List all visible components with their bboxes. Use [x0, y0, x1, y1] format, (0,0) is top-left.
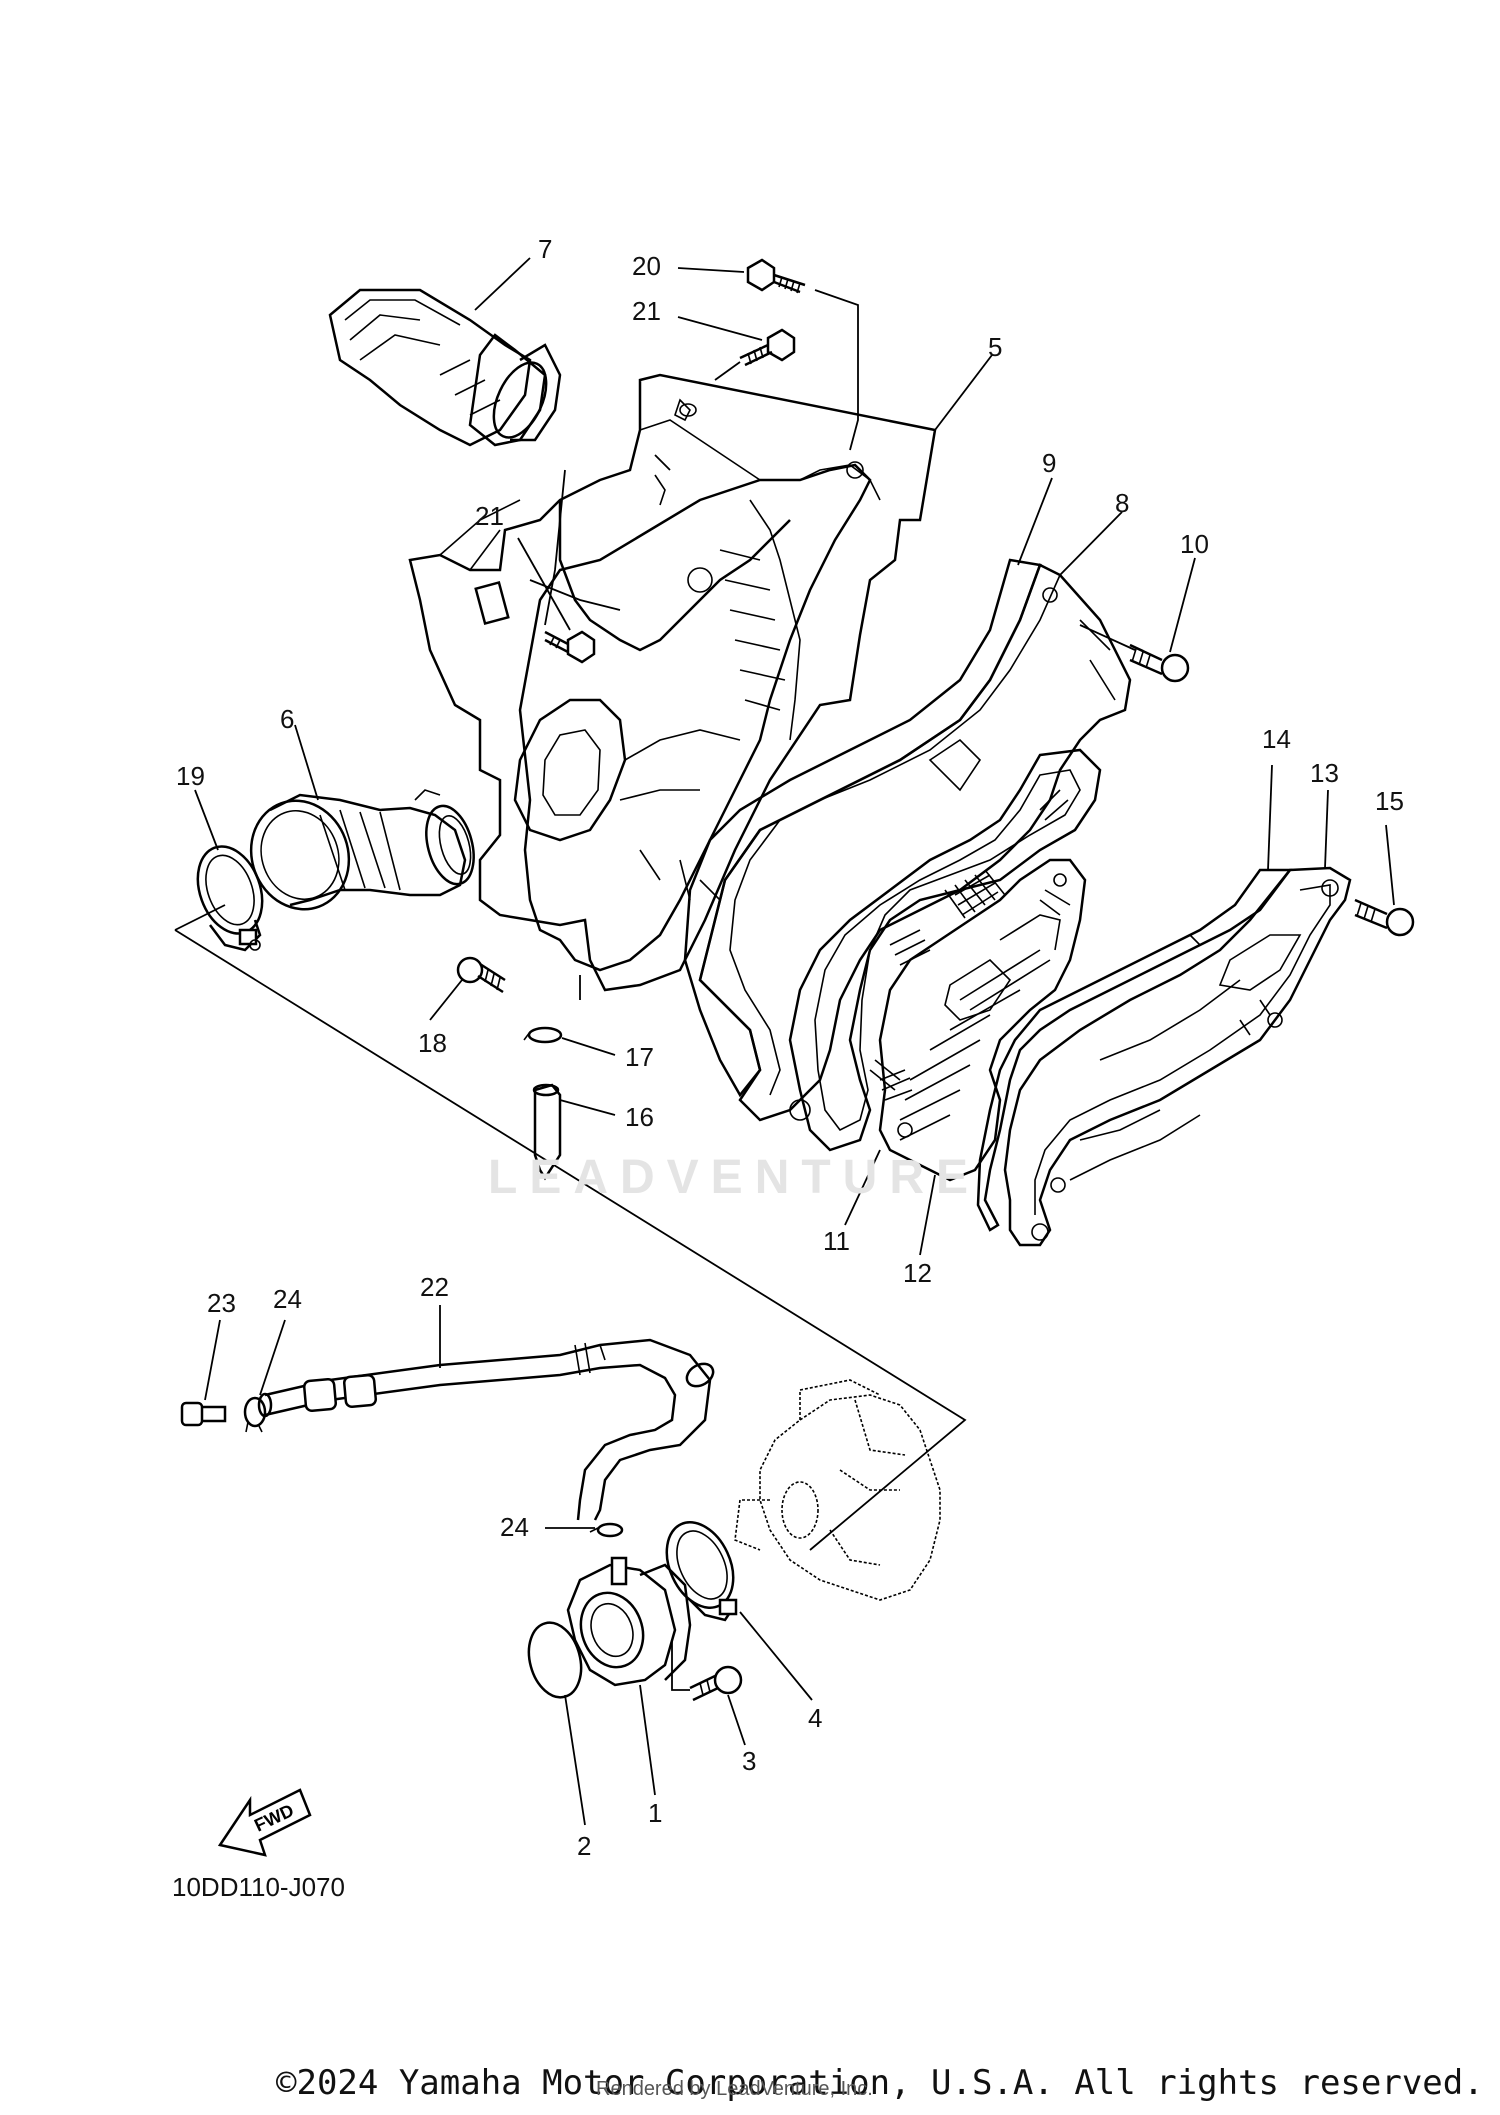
callout-11: 11 [823, 1226, 850, 1256]
part-7-intake-duct[interactable] [328, 288, 562, 447]
watermark-text: LEADVENTURE [488, 1151, 981, 1204]
part-21-bolt-upper[interactable] [739, 328, 796, 367]
callout-20: 20 [632, 251, 661, 281]
part-12-element[interactable] [878, 858, 1087, 1182]
part-1-carburetor-joint[interactable] [566, 1556, 692, 1687]
callout-6: 6 [280, 704, 294, 734]
rendered-by-notice: Rendered by LeadVenture, Inc. [596, 2078, 873, 2100]
part-8-element-case[interactable] [698, 563, 1132, 1122]
fwd-arrow-icon: FWD [217, 1788, 312, 1857]
part-20-bolt[interactable] [746, 258, 806, 294]
callout-7: 7 [538, 234, 552, 264]
part-5-seal-outline [518, 463, 872, 972]
part-24-clip-left[interactable] [243, 1396, 267, 1433]
part-17-clip[interactable] [523, 1026, 563, 1044]
callout-8: 8 [1115, 488, 1129, 518]
part-18-screw[interactable] [456, 956, 506, 994]
part-19-clamp[interactable] [186, 837, 273, 952]
callout-16: 16 [625, 1102, 654, 1132]
callout-24a: 24 [273, 1284, 302, 1314]
callout-labels: 7 20 21 5 9 8 10 21 6 19 14 13 15 18 17 … [176, 234, 1404, 1861]
callout-12: 12 [903, 1258, 932, 1288]
callout-10: 10 [1180, 529, 1209, 559]
callout-9: 9 [1042, 448, 1056, 478]
part-23-bolt[interactable] [180, 1401, 227, 1427]
callout-22: 22 [420, 1272, 449, 1302]
callout-2: 2 [577, 1831, 591, 1861]
callout-15: 15 [1375, 786, 1404, 816]
carburetor-reference [734, 1379, 941, 1601]
part-15-screw[interactable] [1354, 898, 1415, 937]
part-10-screw[interactable] [1129, 643, 1190, 683]
copyright-notice: ©2024 Yamaha Motor Corporation, U.S.A. A… [276, 2063, 1484, 2103]
part-2-o-ring[interactable] [521, 1617, 589, 1703]
part-13-air-filter-cover[interactable] [1003, 866, 1352, 1247]
callout-13: 13 [1310, 758, 1339, 788]
callout-19: 19 [176, 761, 205, 791]
part-4-clamp[interactable] [654, 1512, 746, 1622]
callout-17: 17 [625, 1042, 654, 1072]
part-21-bolt-lower[interactable] [544, 630, 596, 664]
part-14-gasket[interactable] [976, 868, 1293, 1232]
part-3-screw[interactable] [689, 1665, 743, 1702]
callout-5: 5 [988, 332, 1002, 362]
callout-3: 3 [742, 1746, 756, 1776]
callout-4: 4 [808, 1703, 822, 1733]
callout-1: 1 [648, 1798, 662, 1828]
callout-21a: 21 [632, 296, 661, 326]
callout-21b: 21 [475, 501, 504, 531]
part-24-clip-right[interactable] [589, 1522, 624, 1538]
part-6-joint[interactable] [236, 787, 482, 923]
part-22-breather-hose[interactable] [257, 1338, 717, 1521]
part-16-drain-plug[interactable] [532, 1083, 562, 1181]
callout-24b: 24 [500, 1512, 529, 1542]
part-11-element-frame[interactable] [788, 748, 1102, 1152]
callout-14: 14 [1262, 724, 1291, 754]
callout-23: 23 [207, 1288, 236, 1318]
leader-lines [174, 257, 1395, 1826]
diagram-code: 10DD110-J070 [172, 1872, 345, 1902]
callout-18: 18 [418, 1028, 447, 1058]
